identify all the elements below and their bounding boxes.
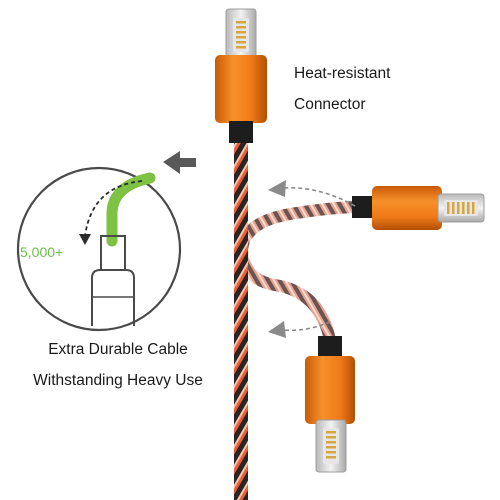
caption-line: Heat-resistant [294, 65, 391, 82]
bend-test-magnifier [16, 166, 182, 332]
arrow-left-icon [163, 151, 196, 174]
durability-caption: Extra Durable Cable Withstanding Heavy U… [0, 334, 236, 396]
braided-cable-side [235, 164, 376, 251]
connector-orange-housing [215, 55, 267, 123]
bend-direction-arrows [282, 187, 356, 332]
connector-orange-housing [305, 356, 355, 424]
bend-highlight-green-cable [106, 172, 156, 247]
curved-dashed-arrow-icon [282, 321, 331, 332]
bend-count-label: 5,000+ [20, 244, 64, 260]
caption-line: Withstanding Heavy Use [33, 372, 203, 389]
heat-resistant-caption: Heat-resistant Connector [294, 58, 484, 120]
arrowhead-lower [268, 321, 286, 338]
connector-outline [91, 269, 135, 326]
caption-line: Connector [294, 96, 366, 113]
arrowhead-upper [268, 180, 286, 197]
lower-lightning-connector [305, 336, 355, 473]
curved-dashed-arrow-icon [84, 180, 143, 237]
curved-dashed-arrow-icon [282, 187, 356, 207]
caption-line: Extra Durable Cable [48, 341, 188, 358]
top-lightning-connector [215, 8, 267, 143]
side-lightning-connector [352, 186, 485, 230]
braided-cable-group [234, 140, 376, 500]
braided-cable-lower [234, 144, 336, 346]
connector-orange-housing [372, 186, 442, 230]
